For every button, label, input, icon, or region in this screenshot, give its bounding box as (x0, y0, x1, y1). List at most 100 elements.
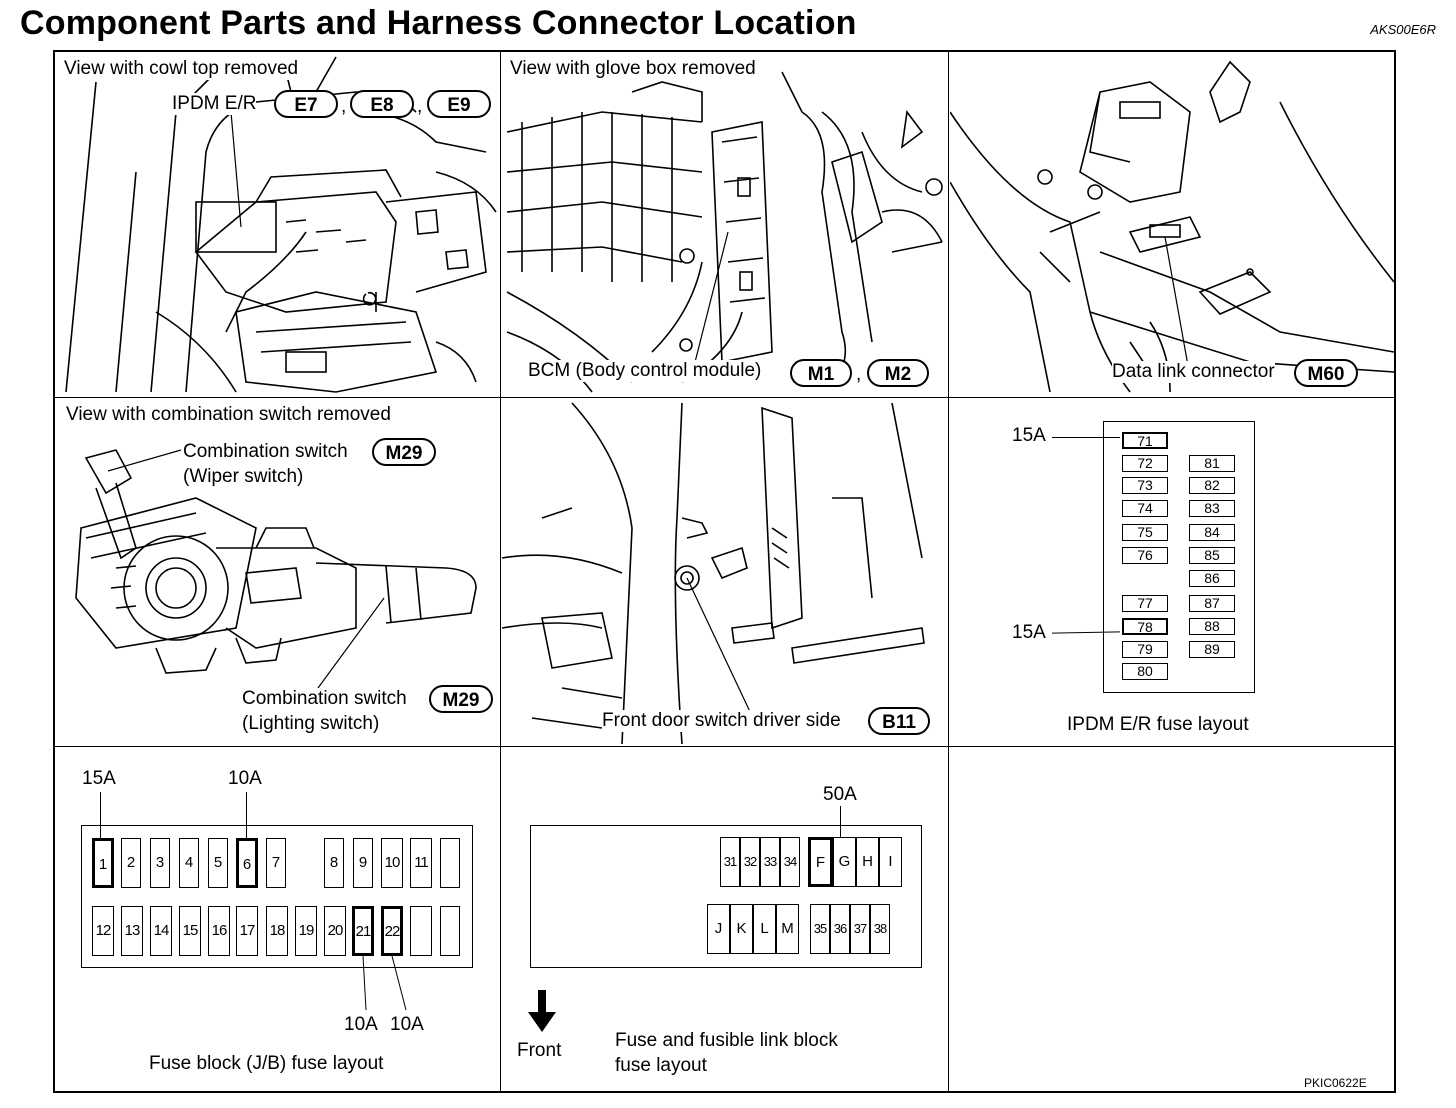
document-code: AKS00E6R (1370, 22, 1436, 37)
fuse-38: 38 (870, 904, 890, 954)
fuse-76: 76 (1122, 547, 1168, 564)
grid-divider (948, 51, 949, 1092)
connector-separator: , (856, 364, 862, 385)
fuse-80: 80 (1122, 663, 1168, 680)
fuse-78: 78 (1122, 618, 1168, 635)
fuse-79: 79 (1122, 641, 1168, 658)
fusible-link-block (530, 825, 922, 968)
fuse-10: 10 (381, 838, 403, 888)
fuse-89: 89 (1189, 641, 1235, 658)
fuse-33: 33 (760, 837, 780, 887)
fuse-12: 12 (92, 906, 114, 956)
ipdm-label: IPDM E/R (172, 93, 257, 115)
fuse-82: 82 (1189, 477, 1235, 494)
fusible-link-f: F (808, 837, 833, 887)
fuse-spare-bottom-1 (410, 906, 432, 956)
fuse-21-22-leaders (362, 955, 407, 1011)
fuse-1: 1 (92, 838, 114, 888)
fuse-87: 87 (1189, 595, 1235, 612)
connector-b11: B11 (868, 707, 930, 735)
leader-line (840, 806, 841, 838)
fusible-link-h: H (856, 837, 879, 887)
fusible-link-m: M (776, 904, 799, 954)
fusible-link-caption-1: Fuse and fusible link block (615, 1030, 838, 1051)
wiper-switch-sublabel: (Wiper switch) (183, 466, 304, 488)
connector-e9: E9 (427, 90, 491, 118)
front-arrow-icon (528, 990, 556, 1032)
fuse-spare-bottom-2 (440, 906, 460, 956)
fuse-37: 37 (850, 904, 870, 954)
grid-divider (54, 746, 1395, 747)
amp-50a-fuse-f: 50A (823, 784, 857, 805)
fusible-link-j: J (707, 904, 730, 954)
panel2-heading: View with glove box removed (510, 58, 760, 80)
figure-code: PKIC0622E (1304, 1076, 1367, 1090)
connector-m29-lighting: M29 (429, 685, 493, 713)
fusible-link-k: K (730, 904, 753, 954)
fusible-link-g: G (833, 837, 856, 887)
fusible-link-l: L (753, 904, 776, 954)
fuse-19: 19 (295, 906, 317, 956)
fuse-13: 13 (121, 906, 143, 956)
fuse-spare-top (440, 838, 460, 888)
fuse-7: 7 (266, 838, 286, 888)
fuse-21: 21 (352, 906, 374, 956)
fuse-88: 88 (1189, 618, 1235, 635)
dashboard-illustration (506, 71, 943, 393)
fuse-16: 16 (208, 906, 230, 956)
fuse-75: 75 (1122, 524, 1168, 541)
fusible-link-i: I (879, 837, 902, 887)
panel4-heading: View with combination switch removed (66, 404, 391, 425)
ipdm-fuse-caption: IPDM E/R fuse layout (1067, 714, 1249, 735)
fuse-2: 2 (121, 838, 141, 888)
amp-10a-fuse-6: 10A (228, 768, 262, 789)
fuse-32: 32 (740, 837, 760, 887)
fuse-22: 22 (381, 906, 403, 956)
connector-e7: E7 (274, 90, 338, 118)
fuse-81: 81 (1189, 455, 1235, 472)
fuse-17: 17 (236, 906, 258, 956)
fuse-72: 72 (1122, 455, 1168, 472)
connector-m2: M2 (867, 359, 929, 387)
panel1-heading: View with cowl top removed (64, 58, 303, 80)
connector-separator: , (341, 96, 347, 117)
lighting-switch-sublabel: (Lighting switch) (242, 713, 380, 735)
jb-fuse-block (81, 825, 473, 968)
door-pillar-illustration (502, 402, 925, 744)
leader-line (100, 792, 101, 838)
fuse-15: 15 (179, 906, 201, 956)
fuse-5: 5 (208, 838, 228, 888)
grid-divider (500, 51, 501, 1092)
jb-fuse-caption: Fuse block (J/B) fuse layout (149, 1053, 384, 1074)
fuse-6: 6 (236, 838, 258, 888)
leader-line (1052, 437, 1120, 438)
door-switch-label: Front door switch driver side (602, 710, 841, 732)
leader-line (246, 792, 247, 838)
diagram-frame (53, 50, 1396, 1093)
ipdm-fuse-block (1103, 421, 1255, 693)
bcm-label: BCM (Body control module) (528, 360, 762, 382)
fuse-35: 35 (810, 904, 830, 954)
fuse-74: 74 (1122, 500, 1168, 517)
fuse-14: 14 (150, 906, 172, 956)
fuse-8: 8 (324, 838, 344, 888)
lighting-switch-label: Combination switch (242, 688, 407, 710)
fuse-83: 83 (1189, 500, 1235, 517)
amp-15a-mid: 15A (1012, 622, 1046, 643)
fuse-36: 36 (830, 904, 850, 954)
fuse-18: 18 (266, 906, 288, 956)
fuse-9: 9 (353, 838, 373, 888)
fuse-71: 71 (1122, 432, 1168, 449)
fuse-11: 11 (410, 838, 432, 888)
fuse-86: 86 (1189, 570, 1235, 587)
data-link-label: Data link connector (1112, 361, 1275, 383)
amp-10a-fuse-21: 10A (344, 1014, 378, 1035)
fuse-73: 73 (1122, 477, 1168, 494)
combination-switch-illustration (75, 449, 477, 689)
lower-dash-illustration (950, 60, 1394, 393)
amp-15a-top: 15A (1012, 425, 1046, 446)
connector-m29-wiper: M29 (372, 438, 436, 466)
page-title: Component Parts and Harness Connector Lo… (20, 4, 857, 42)
fuse-84: 84 (1189, 524, 1235, 541)
connector-separator: , (417, 96, 423, 117)
